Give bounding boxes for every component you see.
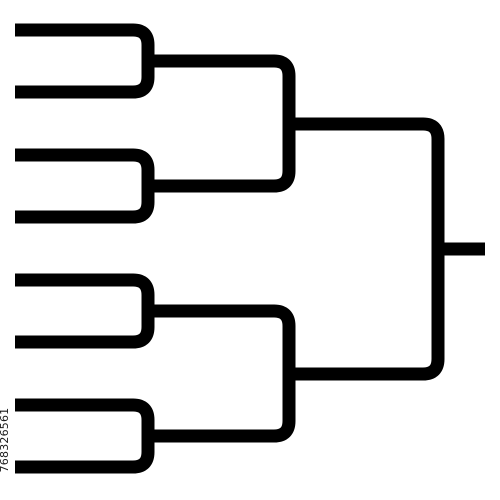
stock-id-watermark: 768326561 (0, 407, 11, 473)
bracket-final (289, 117, 445, 381)
bracket-round1-match2 (15, 148, 155, 224)
bracket-semifinal-bottom (148, 304, 296, 443)
bracket-round1-match1 (15, 23, 155, 99)
bracket-semifinal-top (148, 54, 296, 193)
bracket-round1-match4 (15, 398, 155, 474)
bracket-round1-match3 (15, 273, 155, 349)
